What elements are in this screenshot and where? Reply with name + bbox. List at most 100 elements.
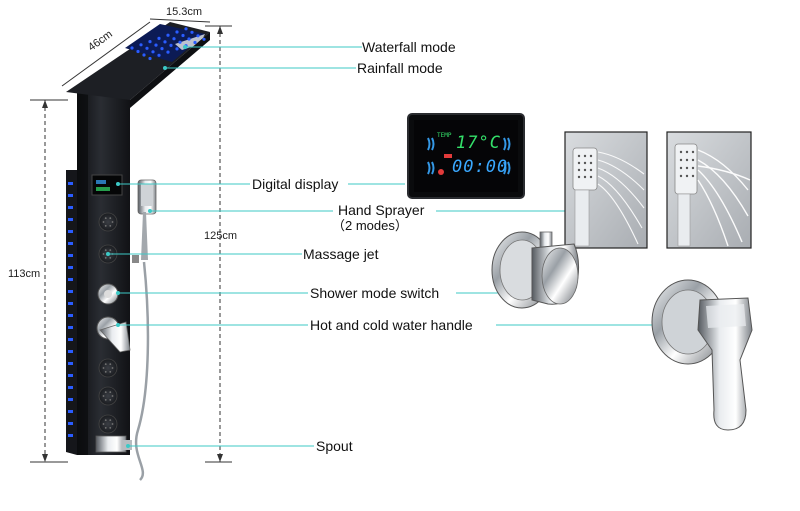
strip-led [68,218,73,221]
panel-height-dimension: 113cm [8,268,41,280]
jet-hole [104,370,107,373]
jet-hole [109,363,112,366]
waterfall-outlet [175,34,205,50]
massage-jet [98,414,118,434]
rainfall-led-dots [130,27,206,61]
lcd-temp-label: TEMP [437,132,452,139]
spout [95,435,127,453]
jet-hole [109,391,112,394]
strip-led [68,242,73,245]
sprayer-mode-photos [564,131,752,249]
jet-hole [104,363,107,366]
jet-hole [111,367,114,369]
strip-led [68,386,73,389]
rain-led-dot [196,34,200,38]
jet-hole [102,395,105,397]
label-water-handle: Hot and cold water handle [310,317,473,333]
rain-led-dot [148,56,152,61]
strip-led [68,422,73,425]
leader-endpoints [106,45,187,448]
jet-hole [102,221,105,223]
jet-hole [109,419,112,422]
jet-hole [109,249,112,252]
strip-led [68,230,73,233]
strip-led [68,206,73,209]
jet-hole [102,253,105,255]
lcd-temperature: 17°C [456,133,501,153]
rain-led-dot [130,46,134,50]
rain-led-dot [136,49,140,54]
rain-led-dot [148,40,152,44]
rain-led-dot [157,36,161,41]
rain-led-dot [166,50,170,54]
jet-hole [109,426,112,429]
jet-hole [109,224,112,227]
jet-hole [109,217,112,220]
label-waterfall-mode: Waterfall mode [362,39,456,55]
jet-hole [104,217,107,220]
strip-led [68,302,73,305]
rain-led-dot [181,33,185,38]
label-rainfall-mode: Rainfall mode [357,60,443,76]
rain-led-dot [160,47,164,51]
rain-led-dot [169,43,173,48]
rain-led-dot [163,40,167,44]
rain-led-dot [142,53,146,57]
jet-hole [111,221,114,223]
mode-switch-detail [491,231,580,309]
jet-hole [104,426,107,429]
digital-display-detail [407,113,525,199]
strip-led [68,398,73,401]
total-height-dimension: 125cm [204,230,238,242]
sprayer-holder [132,255,139,263]
rain-led-dot [154,43,158,47]
jet-hole [102,423,105,425]
depth-line [61,21,151,87]
strip-led [68,374,73,377]
rain-led-dot [151,50,155,54]
rain-led-dot [178,40,182,44]
strip-led [68,338,73,341]
rain-led-dot [145,46,149,50]
rain-led-dot [193,40,197,45]
strip-led [68,266,73,269]
rain-led-dot [187,37,191,41]
strip-led [68,410,73,413]
strip-led [68,434,73,437]
lcd-clock: 00:00 [452,157,509,177]
sprayer-hose [134,261,150,481]
strip-led [68,362,73,365]
side-led-strip [68,182,73,437]
label-hand-sprayer-modes: （2 modes） [332,218,408,233]
jet-hole [104,391,107,394]
panel-side-strip [66,170,77,455]
shower-panel [66,22,210,481]
rain-led-dot [157,53,161,57]
label-digital-display: Digital display [252,176,339,192]
label-shower-mode-switch: Shower mode switch [310,285,440,301]
jet-hole [104,256,107,259]
massage-jet [98,386,118,406]
width-dimension: 15.3cm [166,6,203,18]
jet-hole [109,256,112,259]
rain-led-dot [172,37,176,41]
strip-led [68,194,73,197]
massage-jet [98,358,118,378]
label-hand-sprayer: Hand Sprayer [338,202,425,218]
jet-hole [109,398,112,401]
strip-led [68,290,73,293]
strip-led [68,314,73,317]
dimension-lines [30,18,232,463]
jet-hole [102,367,105,369]
jet-hole [104,249,107,252]
massage-jet [98,212,118,232]
rain-led-dot [175,30,179,34]
rain-led-dot [175,47,179,51]
label-spout: Spout [316,438,353,454]
label-massage-jet: Massage jet [303,246,379,262]
water-handle-detail [651,279,753,431]
jet-hole [111,395,114,397]
jet-hole [104,419,107,422]
